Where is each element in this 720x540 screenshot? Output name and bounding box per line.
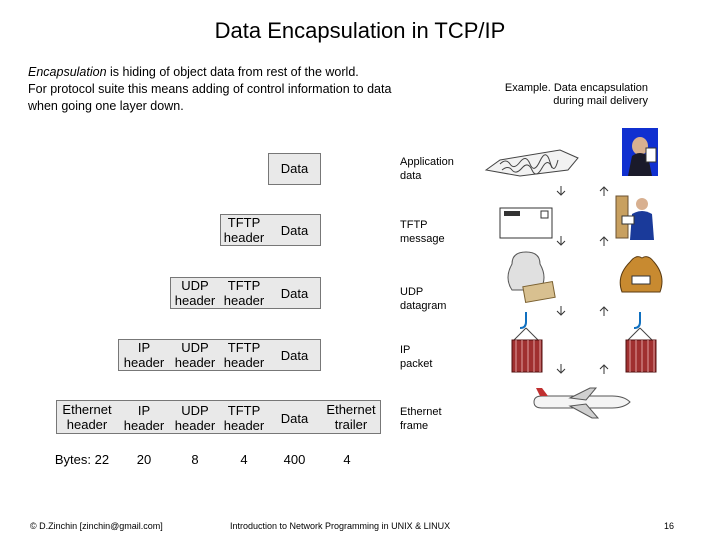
crate-right-icon: [625, 312, 657, 373]
bytes-data: 400: [283, 452, 306, 467]
airplane-icon: [533, 387, 631, 419]
footer-page-number: 16: [664, 521, 675, 531]
ethernet-frame-ethernet-header: Ethernet header: [62, 402, 112, 432]
bytes-ethernet-header: Bytes: 22: [54, 452, 110, 467]
mail-bag-open-icon: [507, 251, 556, 304]
row-tftp-message-box: [220, 214, 321, 246]
intro-line-1: Encapsulation is hiding of object data f…: [28, 64, 391, 81]
bytes-udp-header: 8: [191, 452, 199, 467]
ip-packet-data: Data: [280, 348, 309, 363]
bytes-ip-header: 20: [136, 452, 152, 467]
footer-author: © D.Zinchin [zinchin@gmail.com]: [30, 521, 163, 531]
example-caption-line-1: Example. Data encapsulation: [504, 82, 648, 94]
row-udp-datagram-box: [170, 277, 321, 309]
bytes-tftp-header: 4: [240, 452, 248, 467]
ethernet-frame-udp-header: UDP header: [174, 403, 216, 433]
ip-packet-tftp-header: TFTP header: [223, 340, 265, 370]
ethernet-frame-ethernet-trailer: Ethernet trailer: [326, 402, 376, 432]
intro-line-3: when going one layer down.: [28, 99, 184, 113]
row-application-data-label: Data: [280, 161, 309, 176]
person-with-envelope-icon: [615, 195, 654, 240]
layer-label-tftp-message: TFTP message: [400, 219, 445, 245]
ip-packet-udp-header: UDP header: [174, 340, 216, 370]
arrow-up-icon: [599, 186, 609, 374]
layer-label-udp-datagram: UDP datagram: [400, 286, 447, 312]
udp-datagram-udp-header: UDP header: [174, 278, 216, 308]
intro-text: Encapsulation is hiding of object data f…: [28, 64, 391, 115]
intro-emphasis: Encapsulation: [28, 65, 107, 79]
row-ethernet-frame-box: [56, 400, 381, 434]
example-caption: Example. Data encapsulation during mail …: [478, 82, 648, 108]
tftp-message-tftp-header: TFTP header: [223, 215, 265, 245]
ip-packet-ip-header: IP header: [123, 340, 165, 370]
ethernet-frame-ip-header: IP header: [123, 403, 165, 433]
row-application-data-box: [268, 153, 321, 185]
tftp-message-data: Data: [280, 223, 309, 238]
ethernet-frame-tftp-header: TFTP header: [223, 403, 265, 433]
footer-course: Introduction to Network Programming in U…: [230, 521, 451, 531]
layer-label-application-data: Application data: [400, 156, 454, 182]
udp-datagram-tftp-header: TFTP header: [223, 278, 265, 308]
layer-label-ip-packet: IP packet: [400, 344, 433, 370]
intro-line-2: For protocol suite this means adding of …: [28, 82, 392, 96]
page-title: Data Encapsulation in TCP/IP: [214, 18, 506, 43]
layer-label-ethernet-frame: Ethernet frame: [400, 406, 442, 432]
mail-bag-tied-icon: [619, 256, 663, 293]
letter-icon: [484, 149, 579, 177]
udp-datagram-data: Data: [280, 286, 309, 301]
ethernet-frame-data: Data: [280, 411, 309, 426]
row-ip-packet-box: [118, 339, 321, 371]
envelope-icon: [499, 207, 553, 239]
intro-line-1-rest: is hiding of object data from rest of th…: [106, 65, 359, 79]
example-caption-line-2: during mail delivery: [553, 95, 648, 107]
arrow-down-icon: [556, 186, 566, 374]
person-writing-icon: [622, 128, 658, 176]
bytes-ethernet-trailer: 4: [343, 452, 351, 467]
crate-left-icon: [511, 312, 543, 373]
